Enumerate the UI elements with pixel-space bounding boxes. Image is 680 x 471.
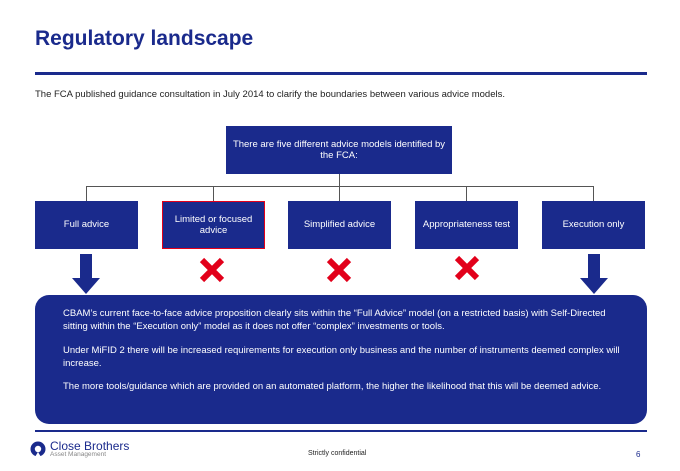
cross-icon xyxy=(454,255,480,281)
root-node: There are five different advice models i… xyxy=(226,126,452,174)
page-title: Regulatory landscape xyxy=(35,27,254,50)
connector-branch xyxy=(86,186,87,201)
connector-branch xyxy=(213,186,214,201)
model-limited-advice: Limited or focused advice xyxy=(162,201,265,249)
title-divider xyxy=(35,72,647,75)
summary-paragraph: The more tools/guidance which are provid… xyxy=(63,381,602,393)
summary-paragraph: Under MiFID 2 there will be increased re… xyxy=(63,344,620,369)
summary-paragraph: CBAM’s current face-to-face advice propo… xyxy=(63,308,606,333)
logo-division-name: Asset Management xyxy=(50,451,107,458)
model-label: Execution only xyxy=(562,219,625,231)
footer-divider xyxy=(35,430,647,432)
model-execution-only: Execution only xyxy=(542,201,645,249)
intro-text: The FCA published guidance consultation … xyxy=(35,89,506,100)
cross-icon xyxy=(326,257,352,283)
model-label: Limited or focused advice xyxy=(174,213,253,236)
model-full-advice: Full advice xyxy=(35,201,138,249)
down-arrow-icon xyxy=(72,254,100,294)
root-node-label: There are five different advice models i… xyxy=(232,138,446,161)
logo-company-name: Close Brothers xyxy=(50,439,130,453)
model-label: Full advice xyxy=(63,219,110,231)
cross-icon xyxy=(199,257,225,283)
connector-trunk xyxy=(339,174,340,186)
logo-mark-icon xyxy=(30,441,46,458)
model-label: Appropriateness test xyxy=(422,219,511,231)
connector-bar xyxy=(86,186,594,187)
model-appropriateness-test: Appropriateness test xyxy=(415,201,518,249)
company-logo: Close Brothers Asset Management xyxy=(30,440,129,459)
connector-branch xyxy=(593,186,594,201)
connector-branch xyxy=(339,186,340,201)
down-arrow-icon xyxy=(580,254,608,294)
connector-branch xyxy=(466,186,467,201)
confidentiality-label: Strictly confidential xyxy=(308,450,367,457)
page-number: 6 xyxy=(636,450,641,459)
model-simplified-advice: Simplified advice xyxy=(288,201,391,249)
model-label: Simplified advice xyxy=(303,219,376,231)
summary-panel: CBAM’s current face-to-face advice propo… xyxy=(35,295,647,424)
